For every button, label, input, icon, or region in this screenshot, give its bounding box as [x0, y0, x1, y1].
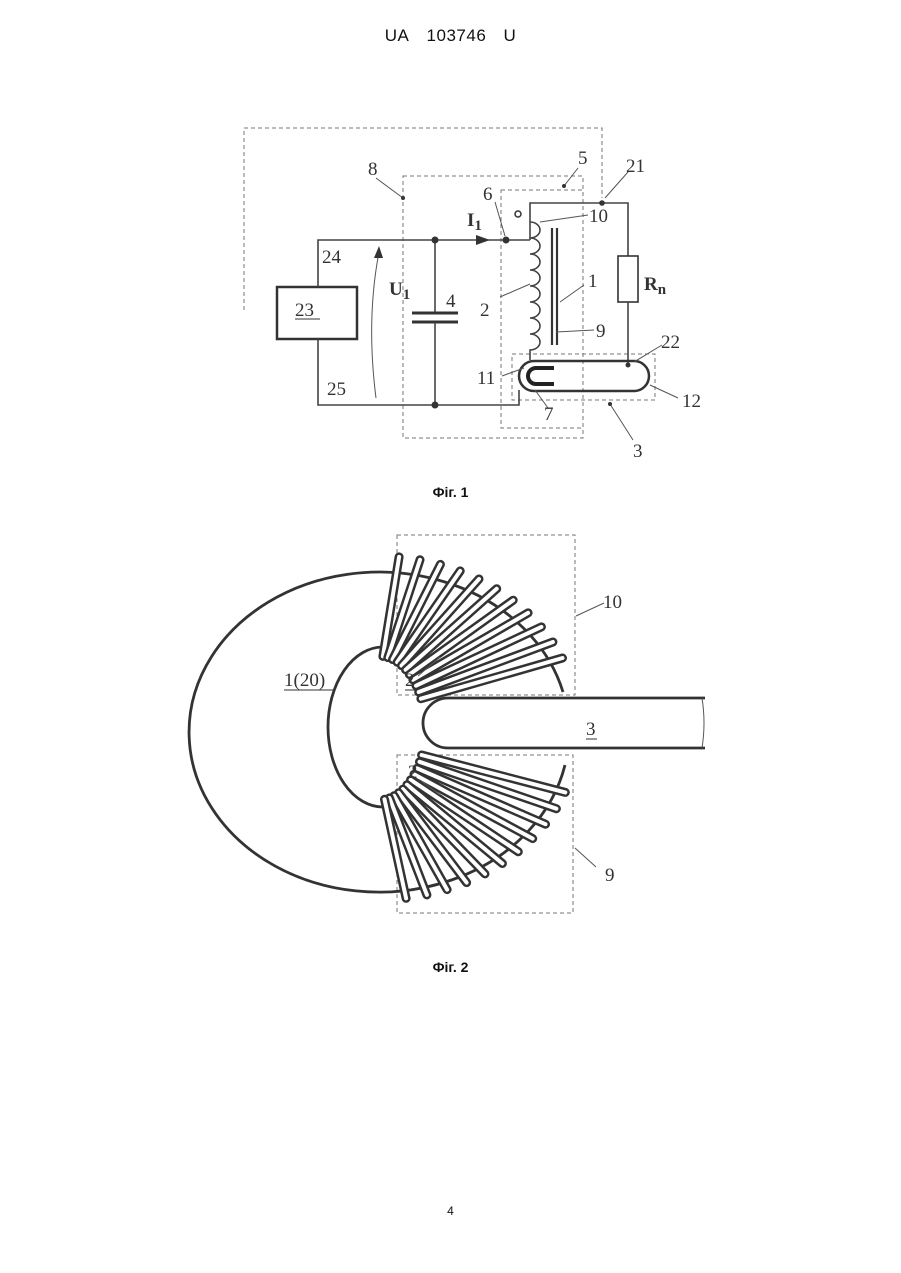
- wire-top: [318, 240, 530, 287]
- label-rn: Rn: [644, 274, 667, 298]
- label-4: 4: [446, 291, 456, 312]
- block-5: [501, 190, 583, 428]
- leader-21: [605, 172, 628, 198]
- figure-2-caption: Фіг. 2: [0, 959, 901, 975]
- toroid-inner: [328, 647, 383, 807]
- label-i1: I1: [467, 210, 482, 234]
- feedback-path: [244, 128, 602, 310]
- label-3: 3: [633, 441, 643, 462]
- voltage-arrowhead: [374, 246, 383, 258]
- node-dot-21: [599, 200, 605, 206]
- figure-1-circuit: 8 5 21 6 10 I1 24 U1 4 2 1 Rn 23 9 22 11…: [244, 128, 701, 462]
- label-2: 2: [480, 300, 490, 321]
- leader-9: [575, 848, 596, 867]
- node-dot: [432, 237, 439, 244]
- leader-10: [540, 215, 588, 222]
- leader-dot: [562, 184, 566, 188]
- label-12: 12: [682, 391, 701, 412]
- label-23: 23: [295, 300, 314, 321]
- label-7: 7: [544, 404, 554, 425]
- label-22: 22: [661, 332, 680, 353]
- leader-10: [576, 603, 604, 616]
- figure-1-caption: Фіг. 1: [0, 484, 901, 500]
- conductor-end-11: [528, 368, 554, 384]
- label-11: 11: [477, 368, 495, 389]
- figure-2-toroid: 10 1(20) 2 3 2 9: [189, 535, 705, 913]
- label-core: 1(20): [284, 670, 325, 691]
- label-u1: U1: [389, 279, 410, 303]
- leader-8: [376, 178, 403, 198]
- node-dot-22: [626, 363, 631, 368]
- label-24: 24: [322, 247, 342, 268]
- conductor-3-bar: [423, 698, 705, 748]
- node-dot: [432, 402, 439, 409]
- leader-12: [650, 385, 678, 398]
- current-arrow: [476, 235, 490, 245]
- label-1: 1: [588, 271, 598, 292]
- leader-9: [556, 330, 594, 332]
- voltage-arrow: [372, 252, 379, 398]
- node-dot-6: [503, 237, 510, 244]
- leader-5: [564, 168, 578, 186]
- label-25: 25: [327, 379, 346, 400]
- label-5: 5: [578, 148, 588, 169]
- leader-dot: [608, 402, 612, 406]
- page-number: 4: [0, 1204, 901, 1218]
- leader-dot: [401, 196, 405, 200]
- label-3: 3: [586, 719, 596, 740]
- coil-2: [530, 222, 540, 360]
- label-10: 10: [603, 592, 622, 613]
- source-23-box: [277, 287, 357, 339]
- label-8: 8: [368, 159, 378, 180]
- label-21: 21: [626, 156, 645, 177]
- label-9: 9: [605, 865, 615, 886]
- label-6: 6: [483, 184, 493, 205]
- coil-top-lead: [530, 203, 628, 256]
- leader-6: [495, 202, 505, 236]
- polarity-dot: [515, 211, 521, 217]
- label-2-bottom: 2: [408, 762, 418, 783]
- label-9: 9: [596, 321, 606, 342]
- leader-3: [610, 404, 633, 440]
- label-10: 10: [589, 206, 608, 227]
- label-2-top: 2: [405, 670, 415, 691]
- leader-2: [500, 284, 530, 297]
- leader-1: [560, 285, 584, 302]
- resistor-rn: [618, 256, 638, 302]
